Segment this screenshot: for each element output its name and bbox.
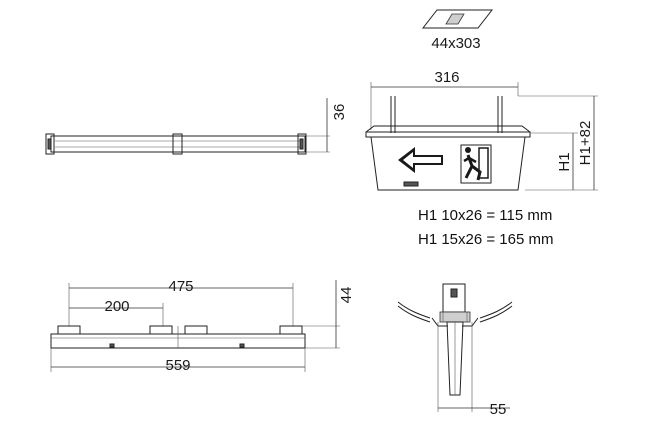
exit-arrow-icon [398,147,443,173]
h1-total-label: H1+82 [577,121,594,166]
bottom-view-half-label: 200 [104,298,129,315]
running-man-icon [460,144,492,184]
bottom-view-total-label: 559 [165,357,190,374]
exit-sign-housing [365,96,531,191]
cutout-dimension-label: 44x303 [431,35,480,52]
ceiling-mount-width-label: 55 [490,401,507,418]
side-view-luminaire [45,133,307,155]
bottom-view-span-label: 475 [168,278,193,295]
bottom-view-dimension-200 [69,303,164,326]
side-view-height-label: 36 [331,104,348,121]
cutout-symbol [421,9,494,29]
front-view-width-label: 316 [434,69,459,86]
bottom-view-height-dimension [302,280,340,349]
side-view-height-dimension [306,98,330,153]
h1-label: H1 [556,152,573,171]
front-view-dimension-316 [370,82,519,130]
bottom-view-luminaire [50,325,306,349]
bottom-view-dimension-475 [68,283,294,326]
bottom-view-dimension-559 [50,348,306,372]
bottom-view-height-label: 44 [338,287,355,304]
front-view-height-dimensions [518,95,598,191]
spec-line-2: H1 15x26 = 165 mm [418,231,554,248]
ceiling-mount-detail [397,283,513,412]
spec-line-1: H1 10x26 = 115 mm [418,207,552,224]
